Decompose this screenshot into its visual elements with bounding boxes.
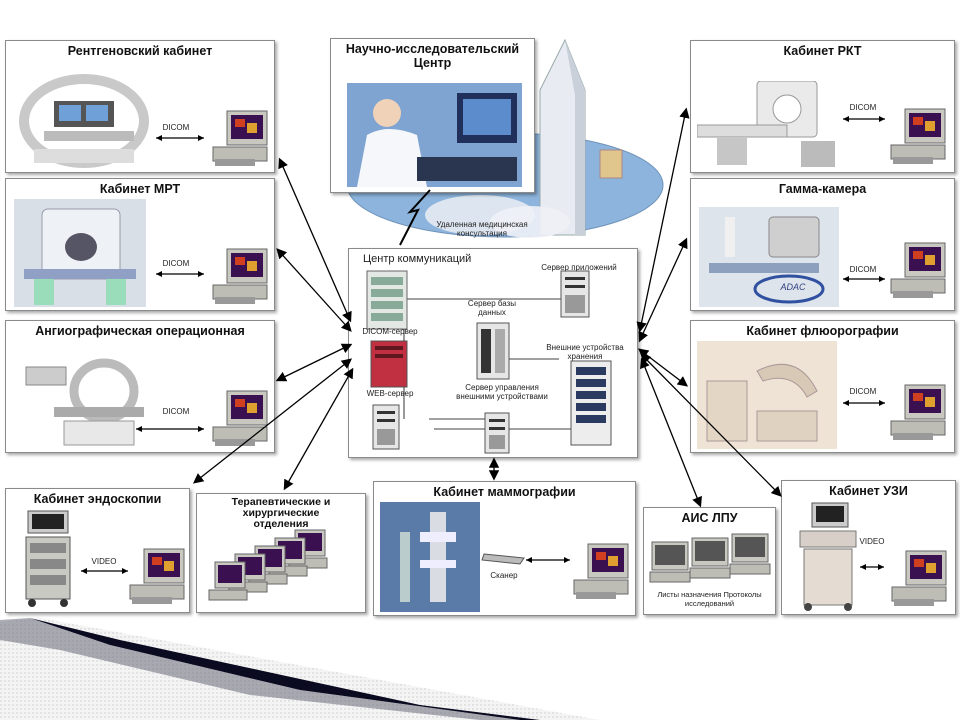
link-label: DICOM bbox=[162, 407, 190, 416]
panel-research-center: Научно-исследовательский Центр bbox=[330, 38, 535, 193]
workstation-icon bbox=[889, 241, 949, 301]
db-server-label: Сервер базы данных bbox=[467, 299, 517, 317]
gamma-logo: ADAC bbox=[780, 282, 806, 292]
link-label: DICOM bbox=[162, 123, 190, 132]
ais-workstations bbox=[649, 533, 771, 583]
panel-title: АИС ЛПУ bbox=[681, 511, 738, 525]
panel-ais: АИС ЛПУ Листы назначения Протоколы иссле… bbox=[643, 507, 776, 615]
workstation-icon bbox=[211, 247, 271, 307]
panel-therapy: Терапевтические и хирургические отделени… bbox=[196, 493, 366, 613]
panel-title: Терапевтические и хирургические отделени… bbox=[231, 496, 331, 530]
panel-endoscopy: Кабинет эндоскопии VIDEO bbox=[5, 488, 190, 613]
panel-title: Научно-исследовательский Центр bbox=[345, 42, 520, 70]
panel-title: Кабинет флюорографии bbox=[746, 324, 899, 338]
workstation-group bbox=[208, 529, 328, 601]
panel-title: Кабинет УЗИ bbox=[829, 484, 908, 498]
ais-caption: Листы назначения Протоколы исследований bbox=[657, 590, 762, 608]
link-label: DICOM bbox=[162, 259, 190, 268]
scanner-label: Сканер bbox=[490, 571, 518, 580]
xray-machine-image bbox=[14, 61, 154, 171]
link-label: VIDEO bbox=[91, 557, 117, 566]
mri-machine-image bbox=[14, 199, 146, 307]
center-network bbox=[366, 270, 612, 454]
panel-mammography: Кабинет маммографии Сканер bbox=[373, 481, 636, 616]
ct-scanner-image bbox=[697, 81, 839, 169]
storage-mgmt-label: Сервер управления внешними устройствами bbox=[456, 383, 548, 401]
workstation-icon bbox=[211, 109, 271, 169]
workstation-icon bbox=[889, 107, 949, 167]
link-label: VIDEO bbox=[859, 537, 885, 546]
web-server-label: WEB-сервер bbox=[366, 389, 414, 398]
doctor-photo bbox=[347, 83, 522, 187]
panel-title: Кабинет РКТ bbox=[783, 44, 862, 58]
panel-title: Гамма-камера bbox=[778, 182, 867, 196]
panel-title: Кабинет маммографии bbox=[433, 485, 576, 499]
angio-machine-image bbox=[14, 341, 154, 449]
link-label: DICOM bbox=[849, 103, 877, 112]
panel-uzi: Кабинет УЗИ VIDEO bbox=[781, 480, 956, 615]
center-title: Центр коммуникаций bbox=[363, 253, 472, 265]
panel-rkt: Кабинет РКТ DICOM bbox=[690, 40, 955, 173]
app-server-label: Сервер приложений bbox=[541, 263, 617, 272]
remote-consult-label: Удаленная медицинская консультация bbox=[436, 220, 528, 238]
panel-gamma: Гамма-камера ADAC DICOM bbox=[690, 178, 955, 311]
panel-title: Кабинет МРТ bbox=[99, 182, 181, 196]
panel-title: Кабинет эндоскопии bbox=[33, 492, 162, 506]
panel-title: Ангиографическая операционная bbox=[35, 324, 245, 338]
workstation-icon bbox=[889, 383, 949, 443]
gamma-camera-image bbox=[699, 207, 839, 307]
panel-mri: Кабинет МРТ DICOM bbox=[5, 178, 275, 311]
ultrasound-image bbox=[792, 501, 862, 613]
link-label: DICOM bbox=[849, 265, 877, 274]
external-storage-label: Внешние устройства хранения bbox=[546, 343, 624, 361]
workstation-icon bbox=[890, 549, 950, 609]
panel-xray: Рентгеновский кабинет DICOM bbox=[5, 40, 275, 173]
dicom-server-label: DICOM-сервер bbox=[362, 327, 418, 336]
workstation-icon bbox=[572, 542, 632, 602]
endoscope-cart-image bbox=[20, 509, 76, 609]
mammograph-image bbox=[380, 502, 480, 612]
link-label: DICOM bbox=[849, 387, 877, 396]
panel-title: Рентгеновский кабинет bbox=[67, 44, 213, 58]
workstation-icon bbox=[128, 547, 188, 607]
